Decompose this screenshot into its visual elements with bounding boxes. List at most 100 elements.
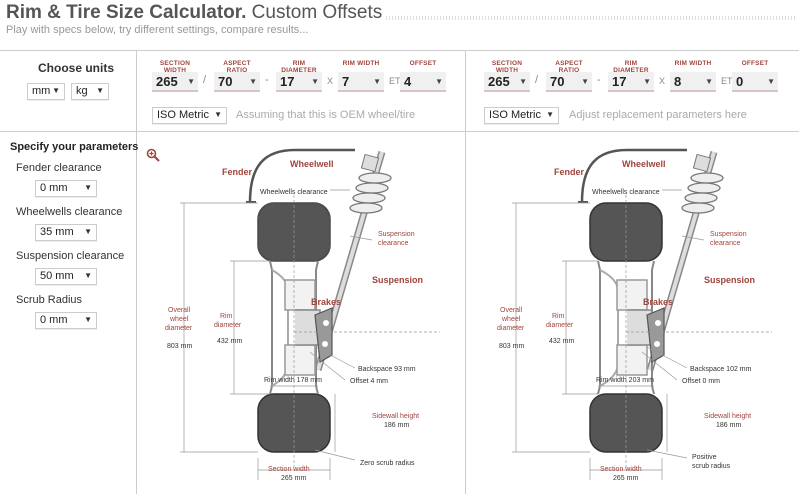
oem-rim-width-select[interactable]: 7▼	[338, 72, 384, 92]
rep-dimension-lines	[512, 189, 772, 480]
separator-x: X	[659, 76, 666, 86]
aspect-ratio-label: ASPECT RATIO	[223, 60, 251, 74]
wheelwells-clearance-value: 35 mm	[40, 226, 74, 238]
wheelwells-clearance-label: Wheelwells clearance	[16, 206, 123, 218]
rep-offset-label: Offset 0 mm	[682, 378, 720, 385]
wheelwells-clearance-select[interactable]: 35 mm ▼	[35, 224, 97, 241]
wheelwell-label: Wheelwell	[622, 159, 666, 169]
suspension-clearance-diagram-label-1: Suspension	[710, 231, 747, 238]
suspension-diagram-label: Suspension	[372, 275, 423, 285]
weight-unit-select[interactable]: kg▼	[71, 83, 109, 100]
oem-note: Assuming that this is OEM wheel/tire	[236, 109, 416, 121]
section-width-diagram-label: Section width	[600, 466, 642, 473]
rep-wheel-diagram: Fender Wheelwell Wheelwells clearance Su…	[497, 148, 772, 482]
chevron-down-icon: ▼	[581, 77, 589, 86]
oem-rim-width-label: Rim width 178 mm	[264, 377, 322, 384]
scrub-radius-select[interactable]: 0 mm▼	[35, 312, 97, 329]
rep-rim-diameter-select[interactable]: 17▼	[608, 72, 654, 92]
chevron-down-icon: ▼	[546, 110, 554, 119]
oem-standard-select[interactable]: ISO Metric▼	[152, 107, 227, 124]
separator-dash: -	[597, 74, 601, 86]
rep-scrub-label-1: Positive	[692, 454, 717, 461]
separator-dash: -	[265, 74, 269, 86]
overall-label-1: Overall	[168, 307, 191, 314]
page-title: Rim & Tire Size Calculator. Custom Offse…	[6, 2, 382, 24]
rep-note: Adjust replacement parameters here	[569, 109, 747, 121]
rim-diameter-label: RIM DIAMETER	[281, 60, 317, 74]
page-subtitle: Play with specs below, try different set…	[6, 24, 309, 36]
calculator-frame	[0, 50, 799, 494]
suspension-clearance-select[interactable]: 50 mm ▼	[35, 268, 97, 285]
rep-rim-width-label: Rim width 203 mm	[596, 377, 654, 384]
section-width-diagram-label: Section width	[268, 466, 310, 473]
rep-backspace: Backspace 102 mm	[690, 366, 752, 373]
suspension-clearance-label: Suspension clearance	[16, 250, 125, 262]
oem-offset-label: Offset 4 mm	[350, 378, 388, 385]
oem-section-value: 265 mm	[281, 475, 306, 482]
rep-section-width-select[interactable]: 265 ▼	[484, 72, 530, 92]
oem-specs: SECTION WIDTH 265▼ / ASPECT RATIO 70▼ - …	[152, 60, 452, 100]
oem-backspace: Backspace 93 mm	[358, 366, 416, 373]
choose-units-label: Choose units	[38, 61, 115, 75]
suspension-clearance-value: 50 mm	[40, 270, 74, 282]
length-unit-value: mm	[32, 85, 51, 97]
section-width-label: SECTION WIDTH	[159, 60, 191, 74]
header: Rim & Tire Size Calculator. Custom Offse…	[6, 2, 796, 24]
overall-label-3: diameter	[165, 325, 193, 332]
overall-label-2: wheel	[501, 316, 521, 323]
rep-sidewall-value: 186 mm	[716, 422, 741, 429]
fender-clearance-select[interactable]: 0 mm▼	[35, 180, 97, 197]
chevron-down-icon: ▼	[84, 183, 92, 192]
rep-offset-select[interactable]: 0▼	[732, 72, 778, 92]
replacement-specs: SECTION WIDTH 265▼ / ASPECT RATIO 70▼ - …	[484, 60, 784, 100]
wheelwell-label: Wheelwell	[290, 159, 334, 169]
chevron-down-icon: ▼	[767, 77, 775, 86]
chevron-down-icon: ▼	[84, 315, 92, 324]
chevron-down-icon: ▼	[214, 110, 222, 119]
chevron-down-icon: ▼	[84, 227, 92, 236]
fender-label: Fender	[222, 167, 253, 177]
suspension-clearance-diagram-label-2: clearance	[710, 240, 740, 247]
rep-rim-width-select[interactable]: 8▼	[670, 72, 716, 92]
oem-rim-value: 432 mm	[217, 338, 242, 345]
chevron-down-icon: ▼	[84, 271, 92, 280]
scrub-radius-label: Scrub Radius	[16, 294, 83, 306]
separator-x: X	[327, 76, 334, 86]
separator-slash: /	[203, 74, 207, 86]
aspect-ratio-label: ASPECT RATIO	[555, 60, 583, 74]
rep-knuckle	[646, 307, 665, 363]
chevron-down-icon: ▼	[52, 86, 60, 95]
sidewall-label: Sidewall height	[372, 413, 419, 420]
rep-standard-select[interactable]: ISO Metric▼	[484, 107, 559, 124]
divider-left	[136, 51, 137, 494]
weight-unit-value: kg	[76, 85, 88, 97]
offset-label: OFFSET	[741, 60, 769, 67]
oem-rim	[269, 260, 321, 395]
divider-row	[0, 131, 799, 132]
rim-width-label: RIM WIDTH	[674, 60, 712, 67]
rep-aspect-ratio-value: 70	[550, 74, 565, 89]
oem-rim-diameter-select[interactable]: 17▼	[276, 72, 322, 92]
rep-section-width-value: 265	[488, 74, 510, 89]
oem-rim-width-value: 7	[342, 74, 350, 89]
oem-offset-select[interactable]: 4▼	[400, 72, 446, 92]
brakes-label: Brakes	[643, 297, 673, 307]
chevron-down-icon: ▼	[435, 77, 443, 86]
chevron-down-icon: ▼	[643, 77, 651, 86]
rim-label-1: Rim	[220, 313, 233, 320]
oem-sidewall-value: 186 mm	[384, 422, 409, 429]
suspension-clearance-diagram-label-2: clearance	[378, 240, 408, 247]
oem-wheel-diagram: Fender Wheelwell Wheelwells clearance Su…	[165, 148, 440, 482]
rep-aspect-ratio-select[interactable]: 70 ▼	[546, 72, 592, 92]
chevron-down-icon: ▼	[311, 77, 319, 86]
zoom-in-icon[interactable]	[146, 148, 160, 162]
length-unit-select[interactable]: mm▼	[27, 83, 65, 100]
chevron-down-icon: ▼	[519, 77, 527, 86]
oem-aspect-ratio-select[interactable]: 70▼	[214, 72, 260, 92]
title-rest: Custom Offsets	[246, 2, 383, 23]
divider-middle	[465, 51, 466, 494]
oem-section-width-select[interactable]: 265▼	[152, 72, 198, 92]
oem-offset-value: 4	[404, 74, 412, 89]
chevron-down-icon: ▼	[187, 77, 195, 86]
fender-label: Fender	[554, 167, 585, 177]
